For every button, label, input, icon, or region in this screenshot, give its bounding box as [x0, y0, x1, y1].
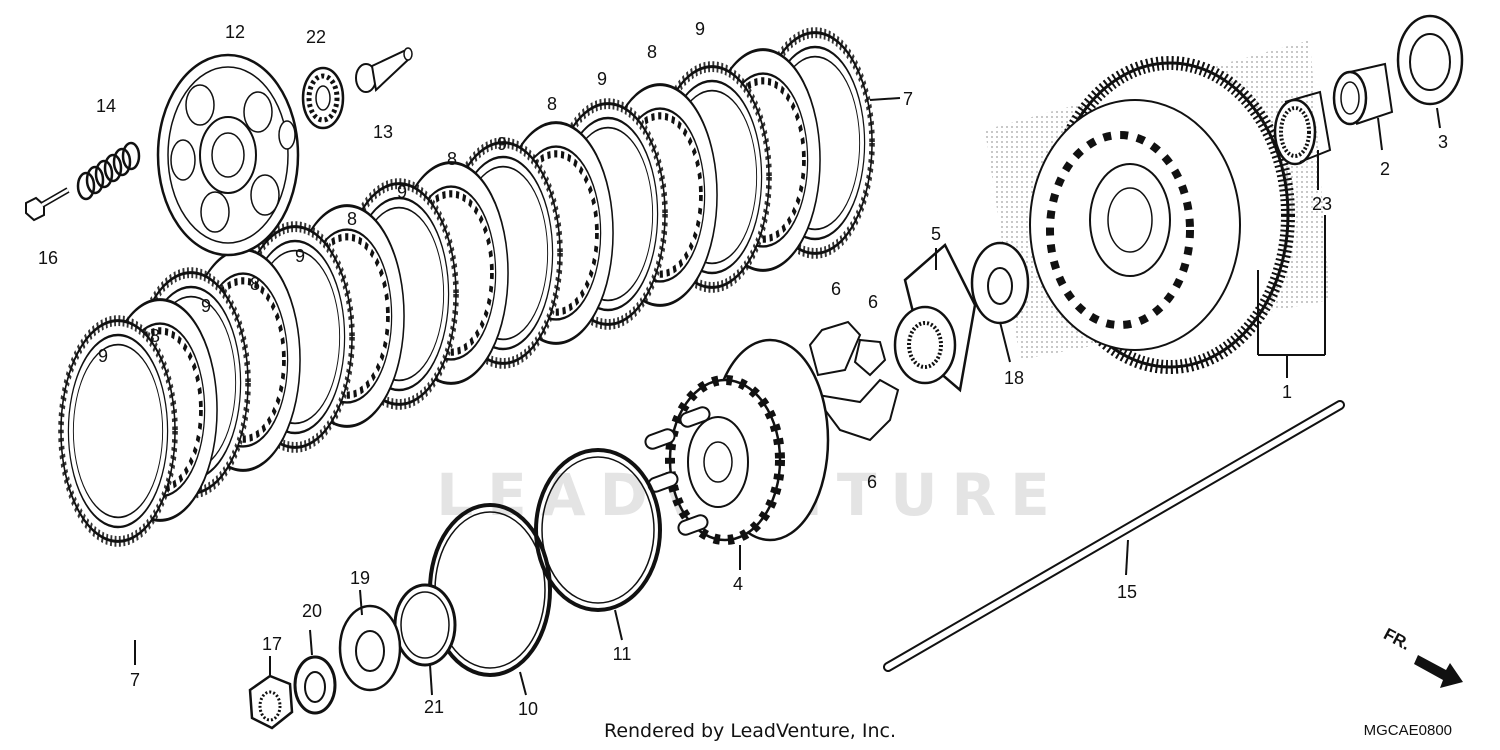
callout-8: 8 [547, 94, 557, 114]
callout-11: 11 [613, 644, 632, 664]
clutch-spring [76, 141, 141, 201]
callout-1: 1 [1282, 382, 1292, 402]
callout-7: 7 [130, 670, 140, 690]
callout-5: 5 [931, 224, 941, 244]
clutch-outer [985, 40, 1330, 374]
callout-4: 4 [733, 574, 743, 594]
callout-15: 15 [1117, 582, 1137, 602]
callout-9: 9 [497, 134, 507, 154]
callout-8: 8 [647, 42, 657, 62]
push-rod [883, 400, 1345, 672]
ring [393, 583, 457, 667]
front-direction-arrow: FR. [1380, 624, 1463, 688]
callout-8: 8 [447, 149, 457, 169]
bolt [25, 187, 70, 222]
washer [355, 630, 385, 672]
ramp-plates [808, 320, 900, 442]
callout-8: 8 [150, 326, 160, 346]
callout-21: 21 [424, 697, 444, 717]
diagram-code: MGCAE0800 [1364, 722, 1452, 739]
washer [970, 241, 1030, 325]
lock-washer [304, 671, 326, 703]
callout-22: 22 [306, 27, 326, 47]
callout-9: 9 [295, 246, 305, 266]
callout-9: 9 [98, 346, 108, 366]
callout-6: 6 [867, 472, 877, 492]
callout-3: 3 [1438, 132, 1448, 152]
collar [1332, 62, 1394, 126]
o-ring-large [534, 448, 662, 612]
callout-10: 10 [518, 699, 538, 719]
o-ring-large [541, 456, 655, 604]
callout-7: 7 [903, 89, 913, 109]
callout-8: 8 [347, 209, 357, 229]
callout-19: 19 [350, 568, 370, 588]
callouts: 1 2 3 4 5 6 6 6 7 7 8 8 8 8 8 8 9 9 9 9 … [38, 19, 1448, 719]
callout-9: 9 [201, 296, 211, 316]
callout-9: 9 [695, 19, 705, 39]
lifter-pin [355, 47, 413, 93]
callout-9: 9 [597, 69, 607, 89]
thrust-washer [1396, 14, 1464, 106]
callout-14: 14 [96, 96, 116, 116]
spring-seat [893, 242, 977, 393]
callout-23: 23 [1312, 194, 1332, 214]
callout-16: 16 [38, 248, 58, 268]
bearing [301, 66, 345, 130]
callout-20: 20 [302, 601, 322, 621]
callout-12: 12 [225, 22, 245, 42]
clutch-center [644, 338, 830, 545]
friction-plate-7-bottom [61, 321, 175, 542]
callout-18: 18 [1004, 368, 1024, 388]
callout-6: 6 [868, 292, 878, 312]
rendered-by-credit: Rendered by LeadVenture, Inc. [604, 720, 896, 742]
leader-lines [134, 97, 1441, 696]
callout-6: 6 [831, 279, 841, 299]
lock-nut [248, 674, 294, 730]
callout-13: 13 [373, 122, 393, 142]
pressure-plate [156, 53, 300, 257]
needle-bearing [1273, 90, 1332, 166]
callout-2: 2 [1380, 159, 1390, 179]
callout-17: 17 [262, 634, 282, 654]
ring [400, 591, 450, 659]
callout-8: 8 [250, 274, 260, 294]
callout-9: 9 [397, 182, 407, 202]
direction-label: FR. [1380, 624, 1413, 654]
